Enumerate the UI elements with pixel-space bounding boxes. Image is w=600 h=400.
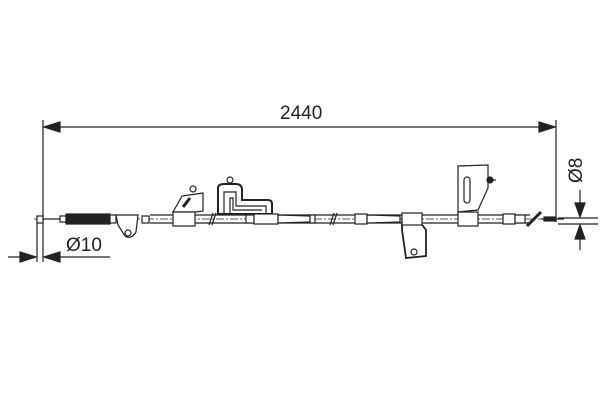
- mounting-bracket-3: [457, 164, 489, 213]
- left-end-fitting: [36, 215, 44, 224]
- right-diameter-label: Ø8: [566, 157, 587, 183]
- overall-length-label: 2440: [280, 103, 323, 124]
- left-diameter-label: Ø10: [66, 235, 102, 256]
- lower-bracket: [401, 221, 427, 259]
- spring-bellows: [65, 213, 111, 225]
- eyelet-bracket: [115, 214, 139, 238]
